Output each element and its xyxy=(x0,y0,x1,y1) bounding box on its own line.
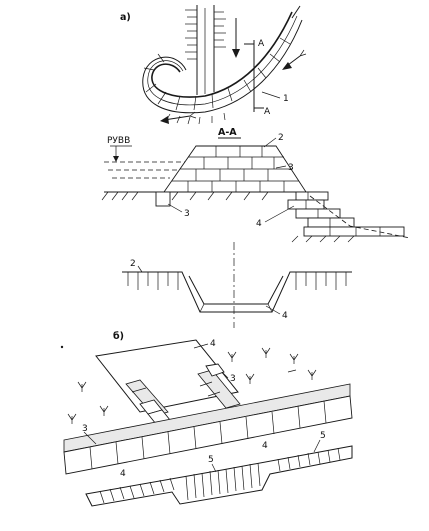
section-mark-top: А xyxy=(258,39,265,49)
vegetation xyxy=(67,347,317,424)
block-row xyxy=(63,383,353,475)
callout-5-right-leader xyxy=(313,439,321,453)
current-arrow-top xyxy=(291,5,301,19)
dike-outer-edge xyxy=(151,11,293,98)
trench-outline xyxy=(122,271,352,313)
callout-5-mid-leader xyxy=(211,463,217,473)
callout-4-right: 4 xyxy=(262,441,268,451)
left-bank-hatching xyxy=(185,9,197,60)
section-title: А-А xyxy=(218,127,237,138)
callout-3a: 3 xyxy=(288,163,294,173)
apron-hatching xyxy=(291,235,355,243)
callout-2-leader xyxy=(263,137,277,148)
dike-block-ticks xyxy=(143,37,291,111)
platform-area xyxy=(95,339,239,413)
perspective-view: б) 4 3 xyxy=(60,331,353,507)
stepped-apron xyxy=(287,191,405,237)
callout-4b-leader xyxy=(265,305,281,315)
section-mark-bottom: А xyxy=(264,107,271,117)
stray-dot xyxy=(60,345,64,349)
callout-4-top-leader xyxy=(193,343,209,349)
callout-2b: 2 xyxy=(130,259,136,269)
flow-arrowhead xyxy=(232,49,240,58)
callout-3-top-leader xyxy=(221,371,229,379)
right-bank-hatching xyxy=(214,11,226,48)
current-arrow-bottom-fletch xyxy=(189,111,197,119)
trench-lining xyxy=(188,275,284,305)
callout-4-left: 4 xyxy=(120,469,126,479)
callout-3b-leader xyxy=(167,203,183,213)
callout-1-leader xyxy=(261,91,281,99)
slope-dashed xyxy=(309,195,411,239)
callout-3-top: 3 xyxy=(230,374,236,384)
callout-3a-leader xyxy=(275,165,287,169)
part-b-label: б) xyxy=(113,331,124,342)
block-border xyxy=(125,363,241,435)
dike-inner-edge xyxy=(142,19,303,114)
callout-5-right: 5 xyxy=(320,431,326,441)
foundation-block xyxy=(155,191,171,207)
part-a-label: а) xyxy=(120,12,131,23)
plan-view: а) xyxy=(120,5,307,125)
section-a-a: А-А РУВВ xyxy=(101,127,411,243)
callout-4-leader xyxy=(264,205,295,223)
trench-profile: 2 4 xyxy=(122,242,352,328)
callout-2b-leader xyxy=(137,265,143,273)
ground-hatching xyxy=(101,191,269,201)
dike-centerline xyxy=(147,15,298,106)
callout-3b: 3 xyxy=(184,209,190,219)
callout-1: 1 xyxy=(283,94,289,104)
trench-ground-hatching xyxy=(127,272,347,290)
callout-4: 4 xyxy=(256,219,262,229)
callout-4-top: 4 xyxy=(210,339,216,349)
callout-5-mid: 5 xyxy=(208,455,214,465)
callout-3-left-leader xyxy=(83,431,97,445)
callout-4b: 4 xyxy=(282,311,288,321)
hatched-strip xyxy=(85,445,353,507)
callout-2: 2 xyxy=(278,133,284,143)
water-level-label: РУВВ xyxy=(107,136,130,146)
water-level-marker xyxy=(113,156,119,162)
dam-block-joints xyxy=(187,146,285,192)
callout-3-left: 3 xyxy=(82,424,88,434)
current-arrow-right-fletch xyxy=(299,49,307,57)
